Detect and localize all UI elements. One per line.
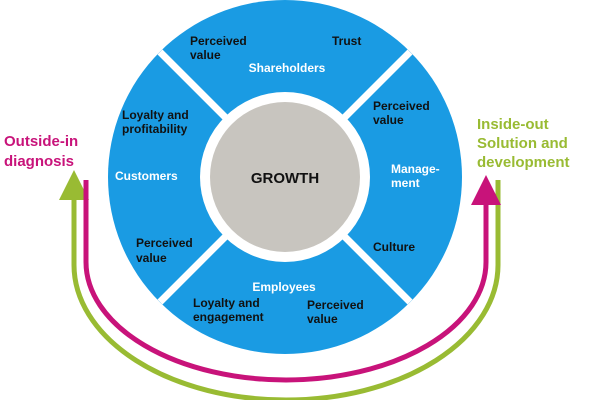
management-item-1: Perceived bbox=[373, 99, 430, 113]
segment-dividers bbox=[157, 49, 413, 305]
management-item-2: value bbox=[373, 113, 404, 127]
inside-out-label-line3: development bbox=[477, 154, 570, 171]
shareholders-title: Shareholders bbox=[249, 61, 326, 75]
shareholders-item-3: Trust bbox=[332, 34, 361, 48]
shareholders-item-2: value bbox=[190, 48, 221, 62]
customers-item-4: value bbox=[136, 251, 167, 265]
customers-title: Customers bbox=[115, 169, 178, 183]
customers-item-3: Perceived bbox=[136, 236, 193, 250]
management-title-line1: Manage- bbox=[391, 162, 440, 176]
employees-item-3: Perceived bbox=[307, 298, 364, 312]
center-label: GROWTH bbox=[251, 170, 319, 187]
growth-core bbox=[210, 102, 360, 252]
inside-out-label-line1: Inside-out bbox=[477, 116, 549, 133]
employees-item-2: engagement bbox=[193, 310, 264, 324]
outside-in-label-line1: Outside-in bbox=[4, 133, 78, 150]
management-title-line2: ment bbox=[391, 176, 420, 190]
customers-item-2: profitability bbox=[122, 122, 188, 136]
shareholders-item-1: Perceived bbox=[190, 34, 247, 48]
customers-item-1: Loyalty and bbox=[122, 108, 189, 122]
employees-item-4: value bbox=[307, 312, 338, 326]
employees-item-1: Loyalty and bbox=[193, 296, 260, 310]
inside-out-label-line2: Solution and bbox=[477, 135, 568, 152]
pink-arrow bbox=[83, 175, 501, 383]
outside-in-label-line2: diagnosis bbox=[4, 153, 74, 170]
employees-title: Employees bbox=[252, 280, 316, 294]
management-item-3: Culture bbox=[373, 240, 415, 254]
